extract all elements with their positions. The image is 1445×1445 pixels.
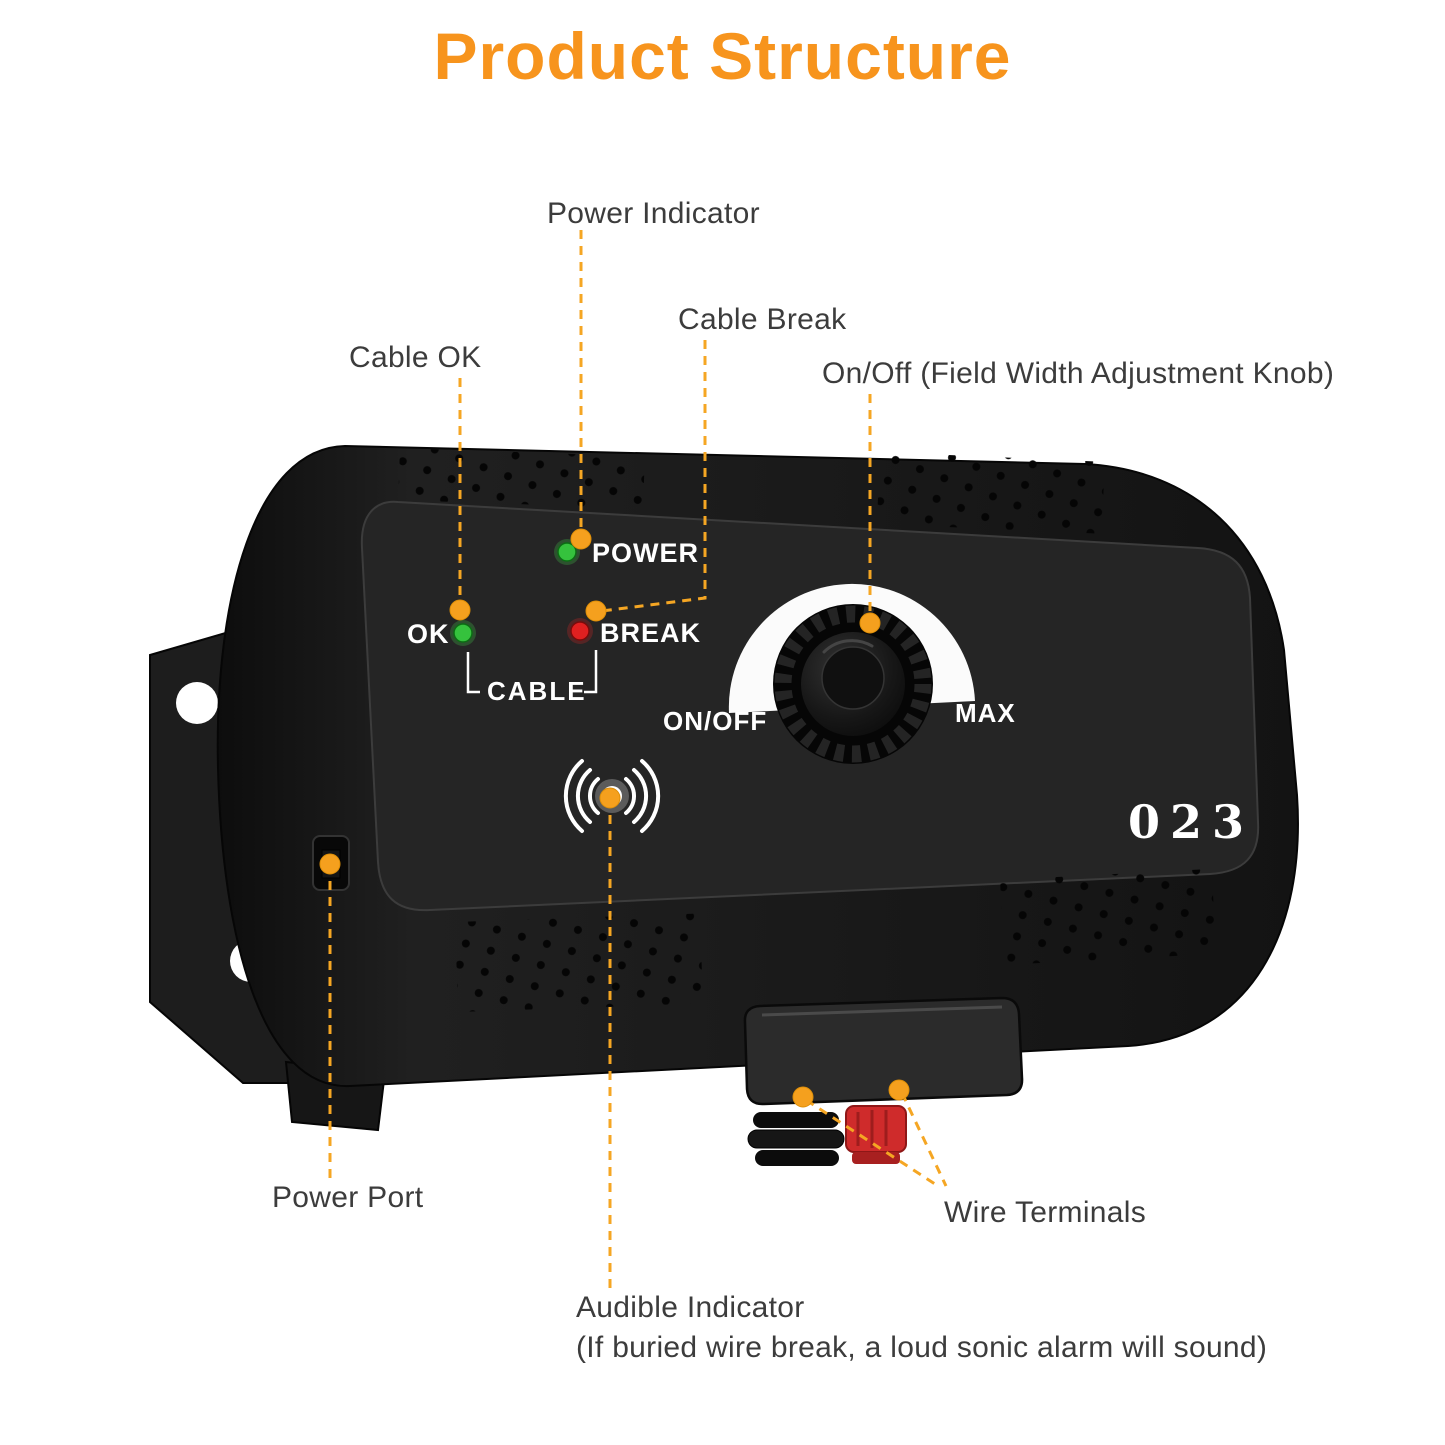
vent-zone-top-left [398, 448, 645, 509]
knob-max-label: MAX [955, 698, 1016, 728]
leader-wire-terminal-left [805, 1098, 939, 1188]
callout-dot-power-port [319, 853, 341, 875]
vent-zone-top-right [876, 451, 1105, 534]
page-title: Product Structure [433, 19, 1012, 93]
label-power-port: Power Port [272, 1181, 424, 1214]
callout-dot-wire-terminal-left [792, 1086, 814, 1108]
red-wire-terminal [845, 1105, 907, 1164]
terminal-block-bevel [761, 1005, 1003, 1017]
callout-dot-audible [599, 787, 621, 809]
terminal-block [743, 996, 1024, 1166]
vent-zone-bottom-left [455, 913, 703, 1012]
ok-led-label: OK [407, 619, 450, 649]
cable-bracket-right [584, 650, 598, 694]
leader-lines [328, 230, 948, 1288]
knob-assembly [728, 583, 975, 764]
leader-wire-terminal-right [900, 1092, 948, 1187]
terminal-block-body [743, 996, 1024, 1106]
power-led [557, 542, 577, 562]
power-led-label: POWER [592, 538, 699, 568]
indicator-leds: POWER OK BREAK CABLE ON/OFF MAX [407, 538, 1016, 736]
black-wire-terminal [747, 1112, 845, 1166]
callout-dot-cable-ok [449, 599, 471, 621]
vent-zone-bottom-right [1000, 868, 1217, 965]
break-led [570, 621, 590, 641]
leader-cable-break [601, 340, 707, 613]
callout-dot-wire-terminal-right [888, 1079, 910, 1101]
model-number: 023 [1128, 795, 1254, 849]
knob-min-label: ON/OFF [663, 706, 767, 736]
callout-dot-cable-break [585, 600, 607, 622]
label-cable-break: Cable Break [678, 303, 847, 336]
callout-dot-knob [859, 612, 881, 634]
cable-label: CABLE [487, 676, 587, 706]
break-led-label: BREAK [600, 618, 701, 648]
adjustment-knob [773, 604, 933, 764]
label-knob: On/Off (Field Width Adjustment Knob) [822, 357, 1335, 390]
label-wire-terminals: Wire Terminals [944, 1196, 1147, 1229]
label-audible-indicator-line1: Audible Indicator [576, 1291, 805, 1324]
bracket-hole-top [176, 682, 218, 724]
callout-dot-power-indicator [570, 528, 592, 550]
label-power-indicator: Power Indicator [547, 197, 760, 230]
cable-bracket-left [466, 652, 480, 694]
label-audible-indicator-line2: (If buried wire break, a loud sonic alar… [576, 1331, 1268, 1364]
label-cable-ok: Cable OK [349, 341, 482, 374]
ok-led [453, 623, 473, 643]
sound-waves [563, 759, 661, 833]
callout-dots [319, 528, 910, 1108]
